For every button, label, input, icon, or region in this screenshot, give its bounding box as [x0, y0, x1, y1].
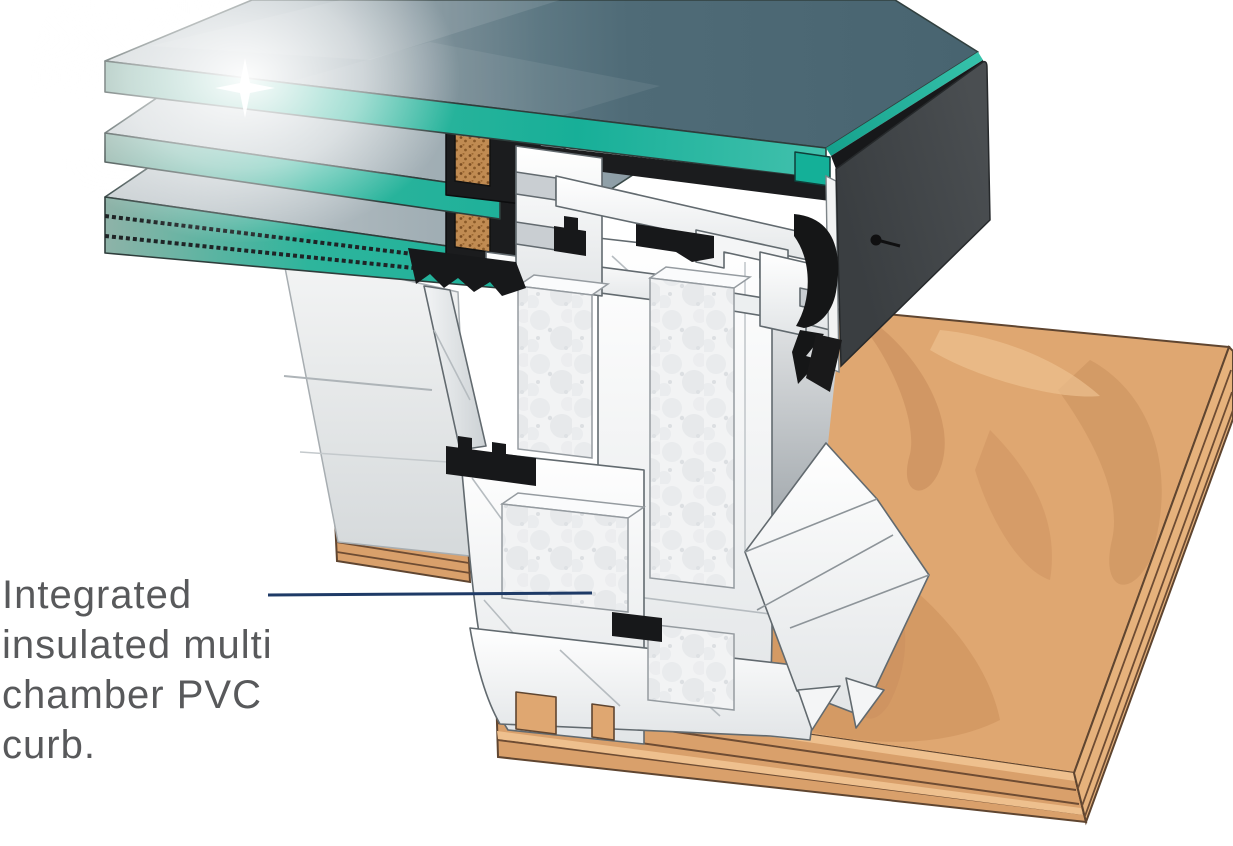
curb-far-face-seam2: [299, 451, 449, 463]
sparkle-icon: [215, 58, 275, 118]
mid-gasket-row: [446, 436, 536, 486]
caption-line-2: insulated multi: [2, 623, 273, 667]
foam-upper-left: [515, 274, 611, 459]
caption-line-3: chamber PVC: [2, 673, 262, 717]
foot-gasket: [612, 612, 662, 642]
bracket-brace: [797, 685, 841, 731]
desiccant-beads: [454, 132, 491, 187]
curb-support-bracket: [744, 442, 930, 731]
sash-top-seal: [636, 224, 714, 262]
leader-line: [267, 591, 593, 597]
foot-notch: [515, 691, 557, 735]
glazing-clamp: [515, 145, 603, 297]
gasket-seals: [408, 216, 714, 642]
curb-far-face-seam: [283, 375, 433, 391]
fastener-dot: [870, 234, 882, 246]
metal-flashing: [792, 60, 991, 392]
foam-upper-middle: [647, 266, 753, 589]
foam-lower-left: [499, 492, 647, 613]
caption-line-4: curb.: [2, 723, 96, 767]
plywood-side-edge: [1072, 345, 1233, 826]
caption-label: Integrated insulated multi chamber PVC c…: [2, 570, 273, 770]
insulation-foam-blocks: [499, 266, 753, 711]
curb-outer-arm: [423, 285, 487, 451]
light-reflection-glow: [30, 0, 460, 243]
glass-bottom-gasket: [408, 248, 526, 296]
foot-notch: [591, 703, 615, 741]
flashing-front-face: [835, 60, 991, 368]
curb-foot: [469, 627, 821, 741]
glass-corner-edge: [794, 151, 831, 187]
fastener-stem: [880, 239, 901, 248]
clamp-clip-seal: [554, 216, 586, 256]
flashing-wedge-gasket: [806, 334, 842, 392]
flashing-bulb-gasket: [794, 214, 839, 328]
foam-lower-middle: [647, 623, 735, 711]
bracket-brace: [845, 677, 885, 729]
laminate-interlayer-line: [104, 214, 511, 268]
caption-line-1: Integrated: [2, 573, 193, 617]
glass-right-edge: [826, 52, 983, 156]
